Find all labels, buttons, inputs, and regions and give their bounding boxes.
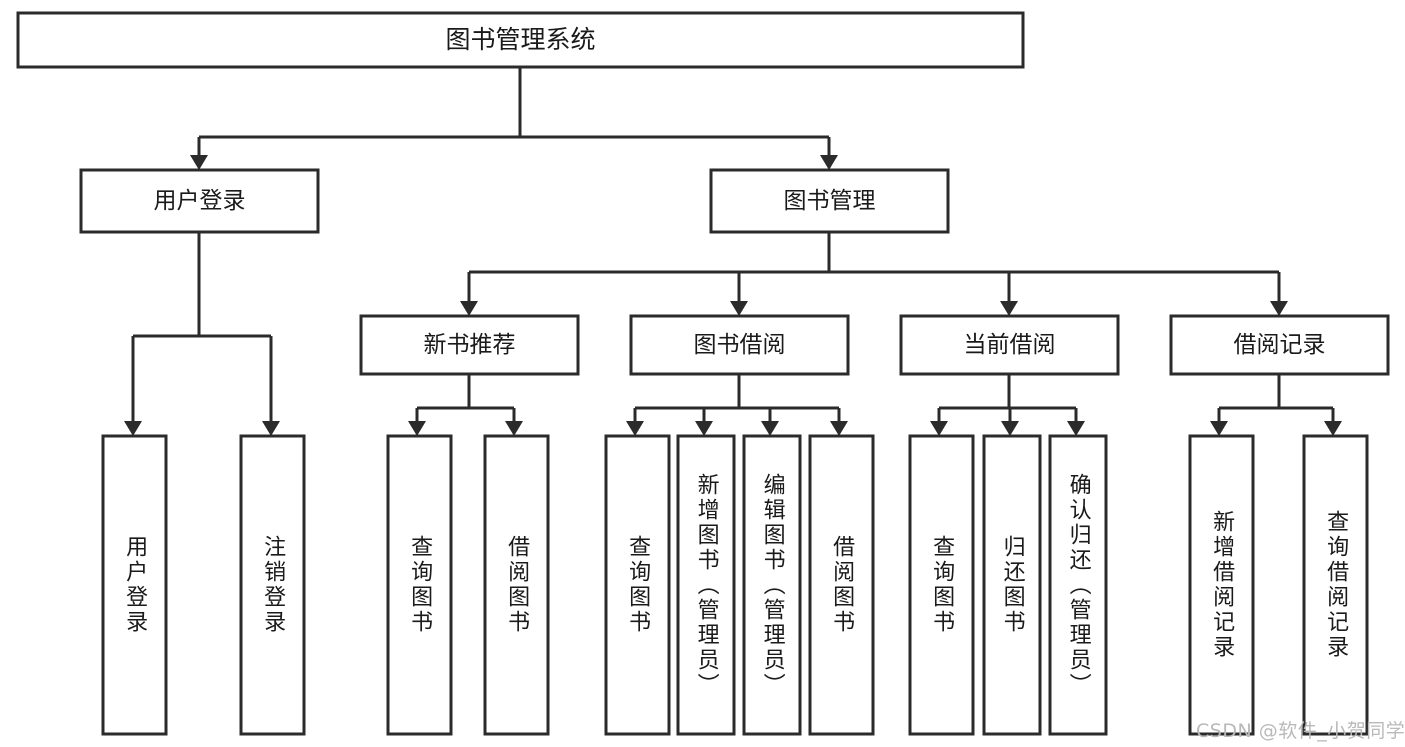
arrow-head-icon [1210, 421, 1228, 436]
node-box-leaf-confirm-return[interactable] [1048, 434, 1108, 736]
arrow-head-icon [820, 155, 838, 170]
arrow-head-icon [1001, 421, 1019, 436]
arrow-head-icon [408, 421, 426, 436]
arrow-head-icon [124, 421, 142, 436]
arrow-head-icon [930, 421, 948, 436]
node-box-leaf-add-record[interactable] [1188, 434, 1255, 736]
node-box-leaf-query-book-1[interactable] [386, 434, 453, 736]
arrow-head-icon [1000, 301, 1018, 316]
node-box-new-book-recommend[interactable] [359, 314, 580, 376]
node-box-leaf-add-book[interactable] [676, 434, 736, 736]
connectors-layer [124, 67, 1342, 436]
node-box-book-manage[interactable] [709, 168, 950, 234]
arrow-head-icon [730, 301, 748, 316]
node-box-leaf-logout[interactable] [239, 434, 306, 736]
arrow-head-icon [761, 421, 779, 436]
arrow-head-icon [626, 421, 644, 436]
arrow-head-icon [505, 421, 523, 436]
arrow-head-icon [830, 421, 848, 436]
node-box-user-login[interactable] [79, 168, 320, 234]
node-box-borrow-record[interactable] [1169, 314, 1390, 376]
node-box-book-borrow[interactable] [629, 314, 850, 376]
arrow-head-icon [1067, 421, 1085, 436]
node-box-leaf-user-login[interactable] [101, 434, 168, 736]
node-box-leaf-return-book[interactable] [982, 434, 1042, 736]
node-box-leaf-query-book-3[interactable] [908, 434, 975, 736]
node-box-leaf-borrow-book-2[interactable] [808, 434, 875, 736]
arrow-head-icon [1324, 421, 1342, 436]
arrow-head-icon [262, 421, 280, 436]
node-box-leaf-edit-book[interactable] [742, 434, 802, 736]
node-box-current-borrow[interactable] [899, 314, 1120, 376]
node-box-leaf-query-book-2[interactable] [604, 434, 671, 736]
node-box-leaf-query-record[interactable] [1302, 434, 1369, 736]
boxes-layer [16, 11, 1390, 736]
arrow-head-icon [1270, 301, 1288, 316]
arrow-head-icon [695, 421, 713, 436]
node-box-leaf-borrow-book-1[interactable] [483, 434, 550, 736]
arrow-head-icon [460, 301, 478, 316]
node-box-root[interactable] [16, 11, 1025, 69]
watermark: CSDN @软件_小贺同学 [1196, 720, 1405, 742]
arrow-head-icon [190, 155, 208, 170]
